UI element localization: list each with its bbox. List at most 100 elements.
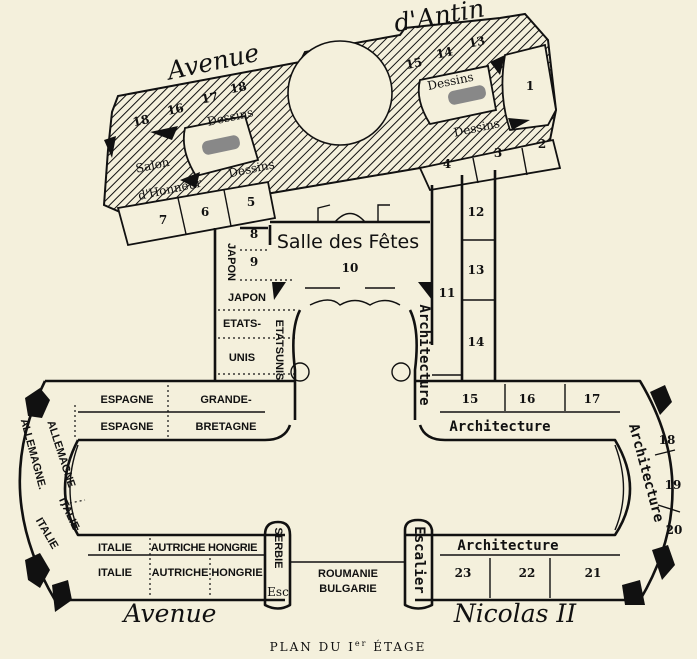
room-number: 13 bbox=[467, 33, 486, 50]
etats-label: ETATS- bbox=[223, 318, 261, 330]
country-label: GRANDE- bbox=[200, 394, 252, 406]
room-number: 8 bbox=[250, 227, 258, 241]
room-number: 9 bbox=[250, 255, 258, 269]
caption-rest: ÉTAGE bbox=[367, 639, 426, 654]
country-label: BULGARIE bbox=[319, 583, 376, 595]
stair-curve-right bbox=[614, 444, 625, 531]
hall-entrance bbox=[317, 204, 390, 223]
country-label: HONGRIE bbox=[211, 567, 262, 579]
room-number: 16 bbox=[519, 392, 536, 406]
room-number: 10 bbox=[342, 261, 359, 275]
room-number: 18 bbox=[229, 79, 248, 96]
room-number: 20 bbox=[666, 523, 683, 537]
room-1 bbox=[501, 43, 557, 131]
pillar bbox=[104, 136, 116, 158]
escalier-pavilion bbox=[403, 518, 434, 610]
room-number: 17 bbox=[200, 89, 219, 106]
japon-vertical-label: JAPON bbox=[225, 243, 237, 281]
pillar bbox=[508, 118, 530, 130]
stair-right-icon bbox=[448, 85, 486, 105]
pillar bbox=[490, 55, 505, 75]
courtyard-walls bbox=[63, 424, 632, 537]
corridor-lines bbox=[78, 411, 620, 563]
architecture-label: Architecture bbox=[457, 538, 558, 554]
corner-tower bbox=[650, 385, 672, 415]
corner-tower bbox=[52, 580, 72, 612]
rotunda bbox=[287, 40, 393, 146]
pillar bbox=[150, 126, 178, 140]
stair-left-icon bbox=[202, 135, 240, 155]
pillar bbox=[272, 282, 286, 300]
room-dividers bbox=[59, 385, 211, 598]
country-label: BRETAGNE bbox=[196, 421, 257, 433]
japon-label: JAPON bbox=[228, 292, 266, 304]
corner-tower bbox=[25, 553, 50, 588]
etats-unis-vertical-label: ETATSUNIS bbox=[273, 320, 285, 381]
corner-tower bbox=[25, 388, 50, 418]
corner-tower bbox=[652, 545, 675, 580]
street-name-avenue-bottom: Avenue bbox=[122, 599, 217, 628]
room-number: 18 bbox=[131, 112, 150, 129]
room-number: 6 bbox=[201, 205, 209, 219]
room-number: 15 bbox=[462, 392, 479, 406]
room-number: 7 bbox=[159, 213, 167, 227]
room-number: 19 bbox=[665, 478, 682, 492]
lower-wings: ESPAGNE GRANDE- ESPAGNE BRETAGNE ALLEMAG… bbox=[18, 379, 683, 628]
country-label: AUTRICHE HONGRIE bbox=[151, 542, 257, 554]
room-number: 14 bbox=[468, 335, 485, 349]
room-number: 17 bbox=[584, 392, 601, 406]
room-number: 3 bbox=[494, 146, 502, 160]
room-number: 22 bbox=[519, 566, 536, 580]
architecture-vertical-label: Architecture bbox=[416, 304, 432, 405]
front-rooms-left bbox=[116, 180, 277, 247]
center-walls bbox=[213, 170, 497, 382]
center-section: Salle des Fêtes 10 8 9 JAPON JAPON ETATS… bbox=[213, 170, 497, 420]
stair-newel bbox=[391, 362, 411, 382]
room-dividers bbox=[218, 249, 295, 375]
stair-newel bbox=[290, 362, 310, 382]
serbie-label: SERBIE bbox=[272, 528, 284, 569]
country-label: ITALIE bbox=[98, 567, 132, 579]
country-label: ROUMANIE bbox=[318, 568, 378, 580]
room-dividers-right bbox=[489, 384, 566, 598]
room-number: 5 bbox=[247, 195, 255, 209]
unis-label: UNIS bbox=[229, 352, 255, 364]
divider bbox=[177, 197, 187, 235]
country-label: ITALIE bbox=[98, 542, 132, 554]
room-number: 21 bbox=[585, 566, 602, 580]
top-block: Avenue d'Antin 18 16 17 18 Salon d'Honne… bbox=[102, 0, 562, 247]
pillar bbox=[180, 172, 200, 188]
escalier-label: Escalier bbox=[411, 526, 427, 593]
room-number: 13 bbox=[468, 263, 485, 277]
room-number: 1 bbox=[526, 79, 534, 93]
country-label: ITALIE bbox=[56, 496, 81, 532]
caption-superscript: er bbox=[355, 639, 368, 648]
country-label: ESPAGNE bbox=[101, 421, 154, 433]
country-label: ITALIE bbox=[33, 516, 60, 551]
room-number: 18 bbox=[659, 433, 676, 447]
room-number: 11 bbox=[439, 286, 456, 300]
caption-main: PLAN DU I bbox=[270, 640, 355, 654]
room-number: 4 bbox=[443, 157, 451, 171]
stair-curve-left bbox=[69, 444, 79, 531]
serbie-pavilion bbox=[263, 520, 292, 610]
front-rooms-right bbox=[418, 138, 562, 192]
street-name-nicolas-ii: Nicolas II bbox=[453, 599, 577, 628]
divider bbox=[521, 147, 528, 176]
curve-dividers bbox=[654, 449, 681, 513]
staircase-left bbox=[292, 309, 302, 420]
salle-des-fetes-label: Salle des Fêtes bbox=[277, 231, 419, 253]
room-number: 16 bbox=[166, 101, 185, 118]
room-number: 23 bbox=[455, 566, 472, 580]
corner-tower bbox=[622, 580, 645, 605]
room-number: 12 bbox=[468, 205, 485, 219]
esc-label: Esc bbox=[267, 585, 289, 599]
pillar bbox=[418, 282, 432, 300]
room-number: 2 bbox=[538, 137, 546, 151]
courtyard-arch bbox=[309, 299, 401, 306]
divider bbox=[472, 157, 479, 184]
divider bbox=[223, 189, 232, 227]
room-number: 14 bbox=[435, 44, 454, 61]
architecture-label: Architecture bbox=[449, 419, 550, 435]
